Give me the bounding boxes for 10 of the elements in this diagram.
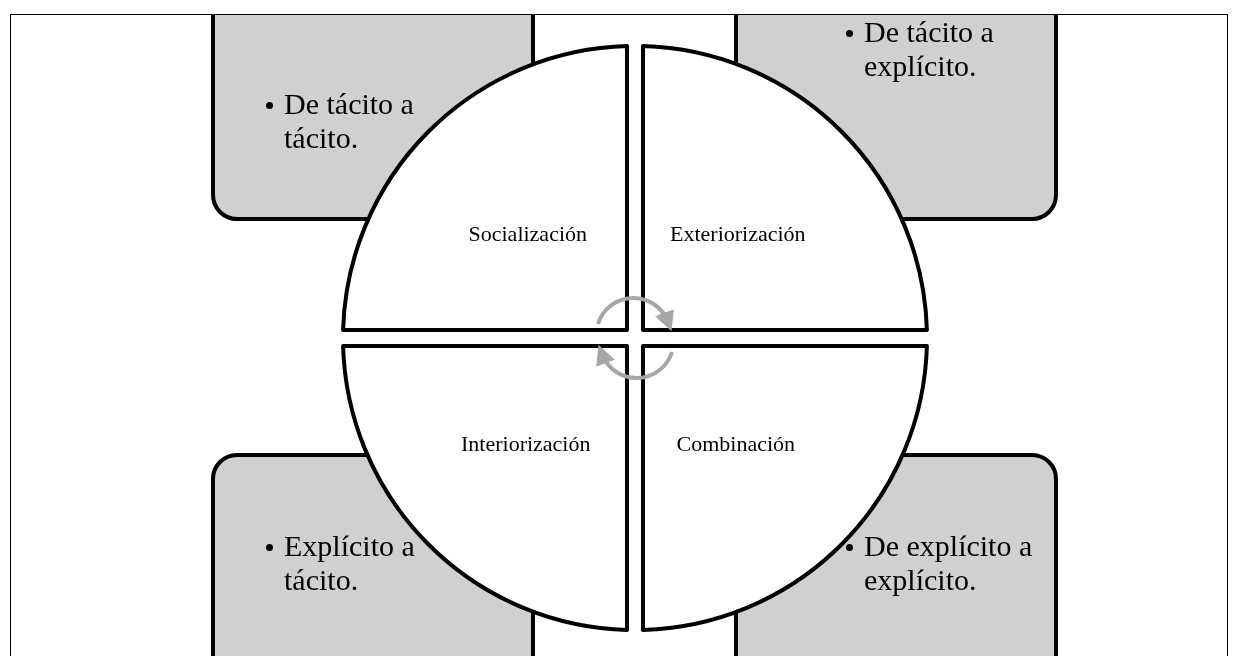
- curved-arrow: [596, 296, 674, 332]
- box-text: Explícito a tácito.: [284, 529, 416, 597]
- segment-label: Socialización: [468, 221, 587, 247]
- box-text: De explícito a explícito.: [864, 529, 1034, 597]
- segment-label: Exteriorización: [670, 221, 806, 247]
- box-text: De tácito a tácito.: [284, 87, 415, 155]
- curved-arrow: [596, 344, 674, 380]
- segment-label: Combinación: [676, 431, 796, 457]
- segment-label: Interiorización: [461, 431, 591, 457]
- box-text: De tácito a explícito.: [864, 15, 995, 83]
